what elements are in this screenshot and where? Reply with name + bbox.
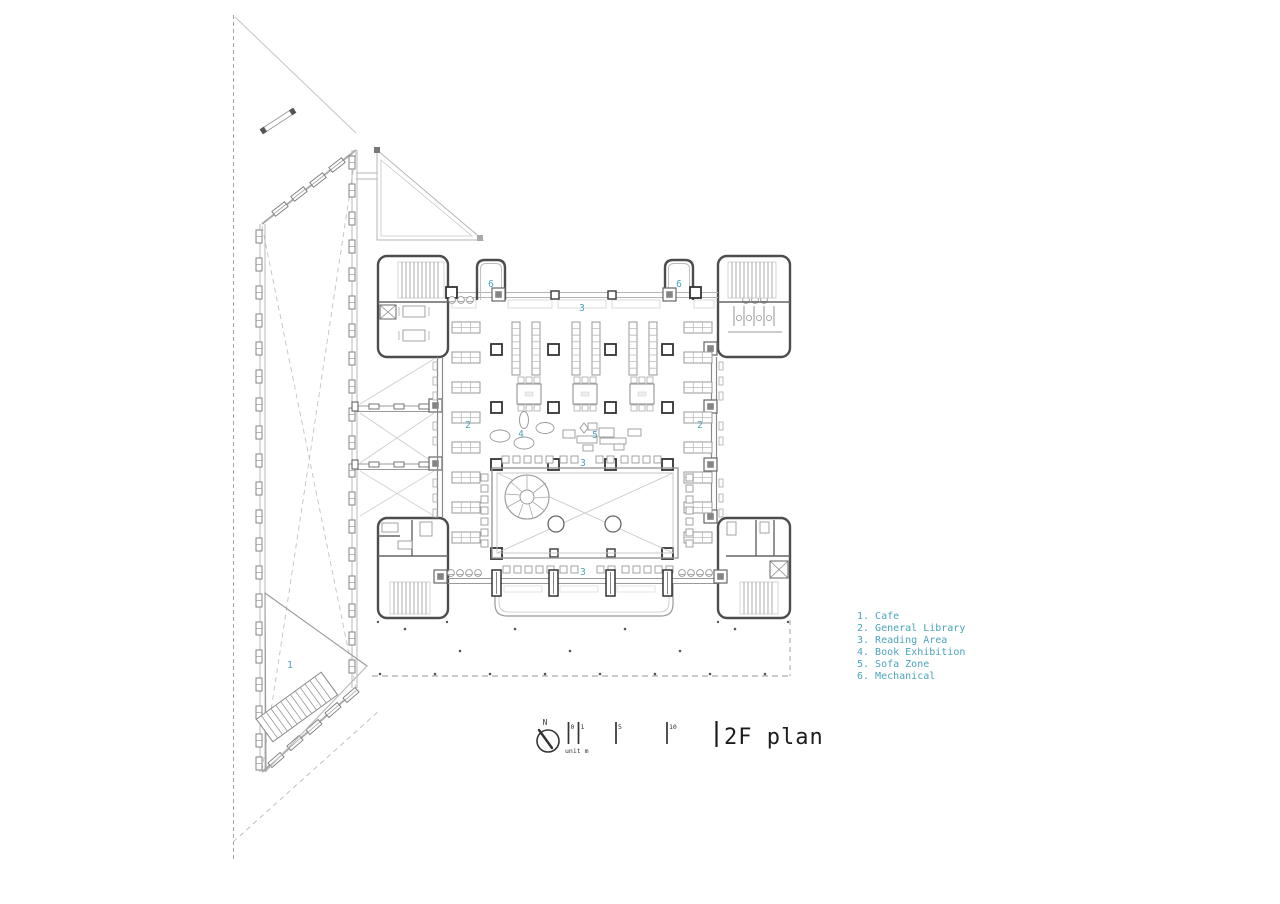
stair-core-topleft xyxy=(378,261,448,342)
room-label-mechanical-right: 6 xyxy=(676,279,682,290)
legend-item-book-exhibition: 4. Book Exhibition xyxy=(857,647,965,658)
scale-unit: unit m xyxy=(565,747,589,755)
sofa-zone-furniture xyxy=(489,411,642,452)
bookshelves-left xyxy=(451,321,481,544)
reading-tables xyxy=(516,376,655,412)
mechanical-rooms xyxy=(445,258,702,302)
office-block-bottomleft xyxy=(378,520,448,615)
stair-core-topright xyxy=(718,261,790,333)
room-label-sofa-zone: 5 xyxy=(592,430,598,441)
annex-walls xyxy=(255,149,360,773)
annex-roof-outline xyxy=(232,15,381,862)
room-label-library-left: 2 xyxy=(465,420,471,431)
legend-item-reading-area: 3. Reading Area xyxy=(857,635,947,646)
room-labels: 6 6 3 3 3 2 2 4 5 1 xyxy=(287,279,703,671)
room-label-library-right: 2 xyxy=(697,420,703,431)
room-label-book-exhibition: 4 xyxy=(518,429,524,440)
link-bridges xyxy=(351,358,443,517)
legend: 1. Cafe 2. General Library 3. Reading Ar… xyxy=(857,611,965,682)
balcony xyxy=(491,569,674,617)
legend-item-mechanical: 6. Mechanical xyxy=(857,671,935,682)
north-label: N xyxy=(543,718,548,727)
plan-title: 2F plan xyxy=(715,721,824,750)
bookshelves-center xyxy=(511,321,658,376)
room-label-cafe: 1 xyxy=(287,660,293,671)
scale-tick-1: 1 xyxy=(581,723,585,731)
north-arrow-icon: N xyxy=(536,718,560,753)
scale-tick-10: 10 xyxy=(669,723,677,731)
scale-tick-5: 5 xyxy=(618,723,622,731)
legend-item-general-library: 2. General Library xyxy=(857,623,965,634)
corner-blocks xyxy=(376,254,792,620)
terrace xyxy=(372,620,792,677)
plan-title-text: 2F plan xyxy=(724,725,824,750)
scale-tick-0: 0 xyxy=(571,723,575,731)
legend-item-sofa-zone: 5. Sofa Zone xyxy=(857,659,929,670)
spiral-stair xyxy=(504,474,550,520)
cafe-area xyxy=(255,591,368,773)
legend-item-cafe: 1. Cafe xyxy=(857,611,899,622)
room-label-reading-bottom: 3 xyxy=(580,567,586,578)
room-label-reading-mid: 3 xyxy=(580,458,586,469)
stair-core-bottomright xyxy=(726,520,790,615)
columns-grid xyxy=(490,343,674,560)
scale-bar: 0 1 5 10 unit m xyxy=(565,722,677,755)
annex-skylight xyxy=(259,107,297,135)
room-label-mechanical-left: 6 xyxy=(488,279,494,290)
atrium-void xyxy=(491,467,679,559)
cafe-stair xyxy=(255,671,339,743)
roof-triangle xyxy=(356,147,485,241)
room-label-reading-top: 3 xyxy=(579,303,585,314)
